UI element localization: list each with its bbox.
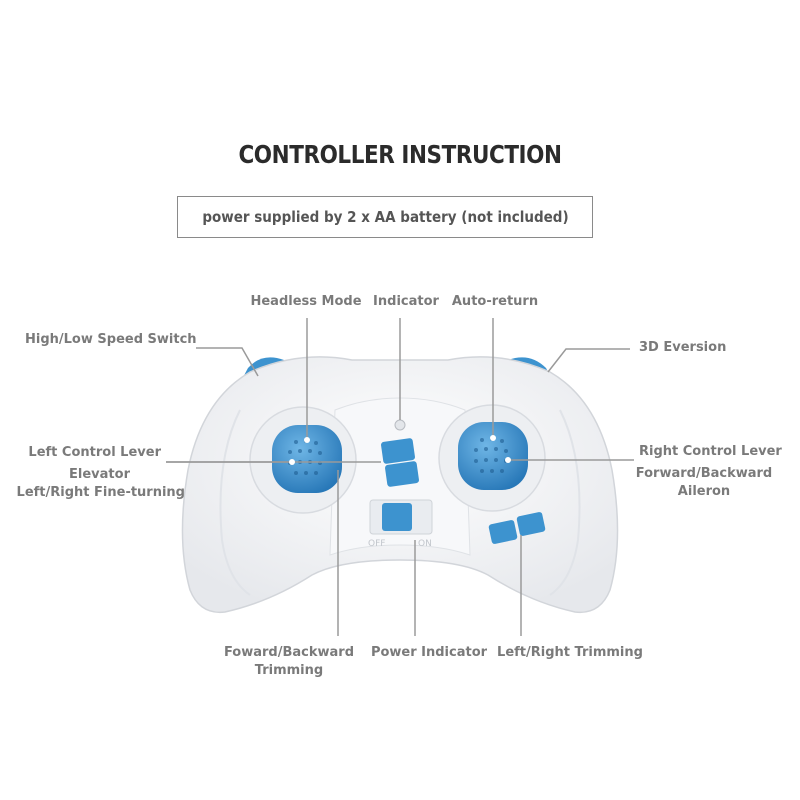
leader-lines — [166, 318, 634, 636]
label-headless-mode: Headless Mode — [250, 294, 362, 309]
label-speed-switch: High/Low Speed Switch — [25, 332, 197, 347]
label-power-indicator: Power Indicator — [370, 645, 488, 660]
label-elevator: Elevator — [69, 467, 130, 482]
fine-turning-down-button[interactable] — [385, 461, 420, 487]
speed-switch-leader — [196, 347, 259, 377]
right-control-lever[interactable] — [458, 422, 528, 490]
headless-dot — [304, 437, 310, 443]
page-title: CONTROLLER INSTRUCTION — [238, 140, 562, 169]
power-switch[interactable] — [382, 503, 412, 531]
right-lever-dot — [505, 457, 511, 463]
left-control-lever[interactable] — [272, 425, 342, 493]
label-3d-eversion: 3D Eversion — [639, 340, 727, 355]
left-grip-contour — [219, 409, 251, 596]
label-right-control-lever: Right Control Lever — [639, 444, 782, 459]
fine-turning-up-button[interactable] — [381, 438, 416, 464]
label-left-right-trimming: Left/Right Trimming — [497, 645, 643, 660]
trim-left-button[interactable] — [488, 520, 518, 545]
label-left-control-lever: Left Control Lever — [28, 445, 161, 460]
label-left-right-fine: Left/Right Fine-turning — [16, 485, 185, 500]
switch-off-label: OFF — [368, 539, 385, 549]
left-lever-dot — [289, 459, 295, 465]
label-aileron: Aileron — [677, 484, 731, 499]
leader-dots — [289, 435, 511, 465]
indicator-led — [394, 419, 406, 431]
label-fb-trimming-line1: Foward/Backward — [223, 645, 355, 660]
trim-right-button[interactable] — [516, 512, 546, 537]
auto-return-dot — [490, 435, 496, 441]
label-indicator: Indicator — [373, 294, 439, 309]
switch-on-label: ON — [418, 539, 432, 549]
eversion-leader — [547, 348, 630, 373]
right-grip-contour — [549, 409, 581, 596]
battery-note: power supplied by 2 x AA battery (not in… — [201, 208, 569, 226]
label-forward-backward: Forward/Backward — [635, 466, 773, 481]
label-auto-return: Auto-return — [451, 294, 539, 309]
label-fb-trimming-line2: Trimming — [254, 663, 324, 678]
battery-note-box: power supplied by 2 x AA battery (not in… — [177, 196, 593, 238]
